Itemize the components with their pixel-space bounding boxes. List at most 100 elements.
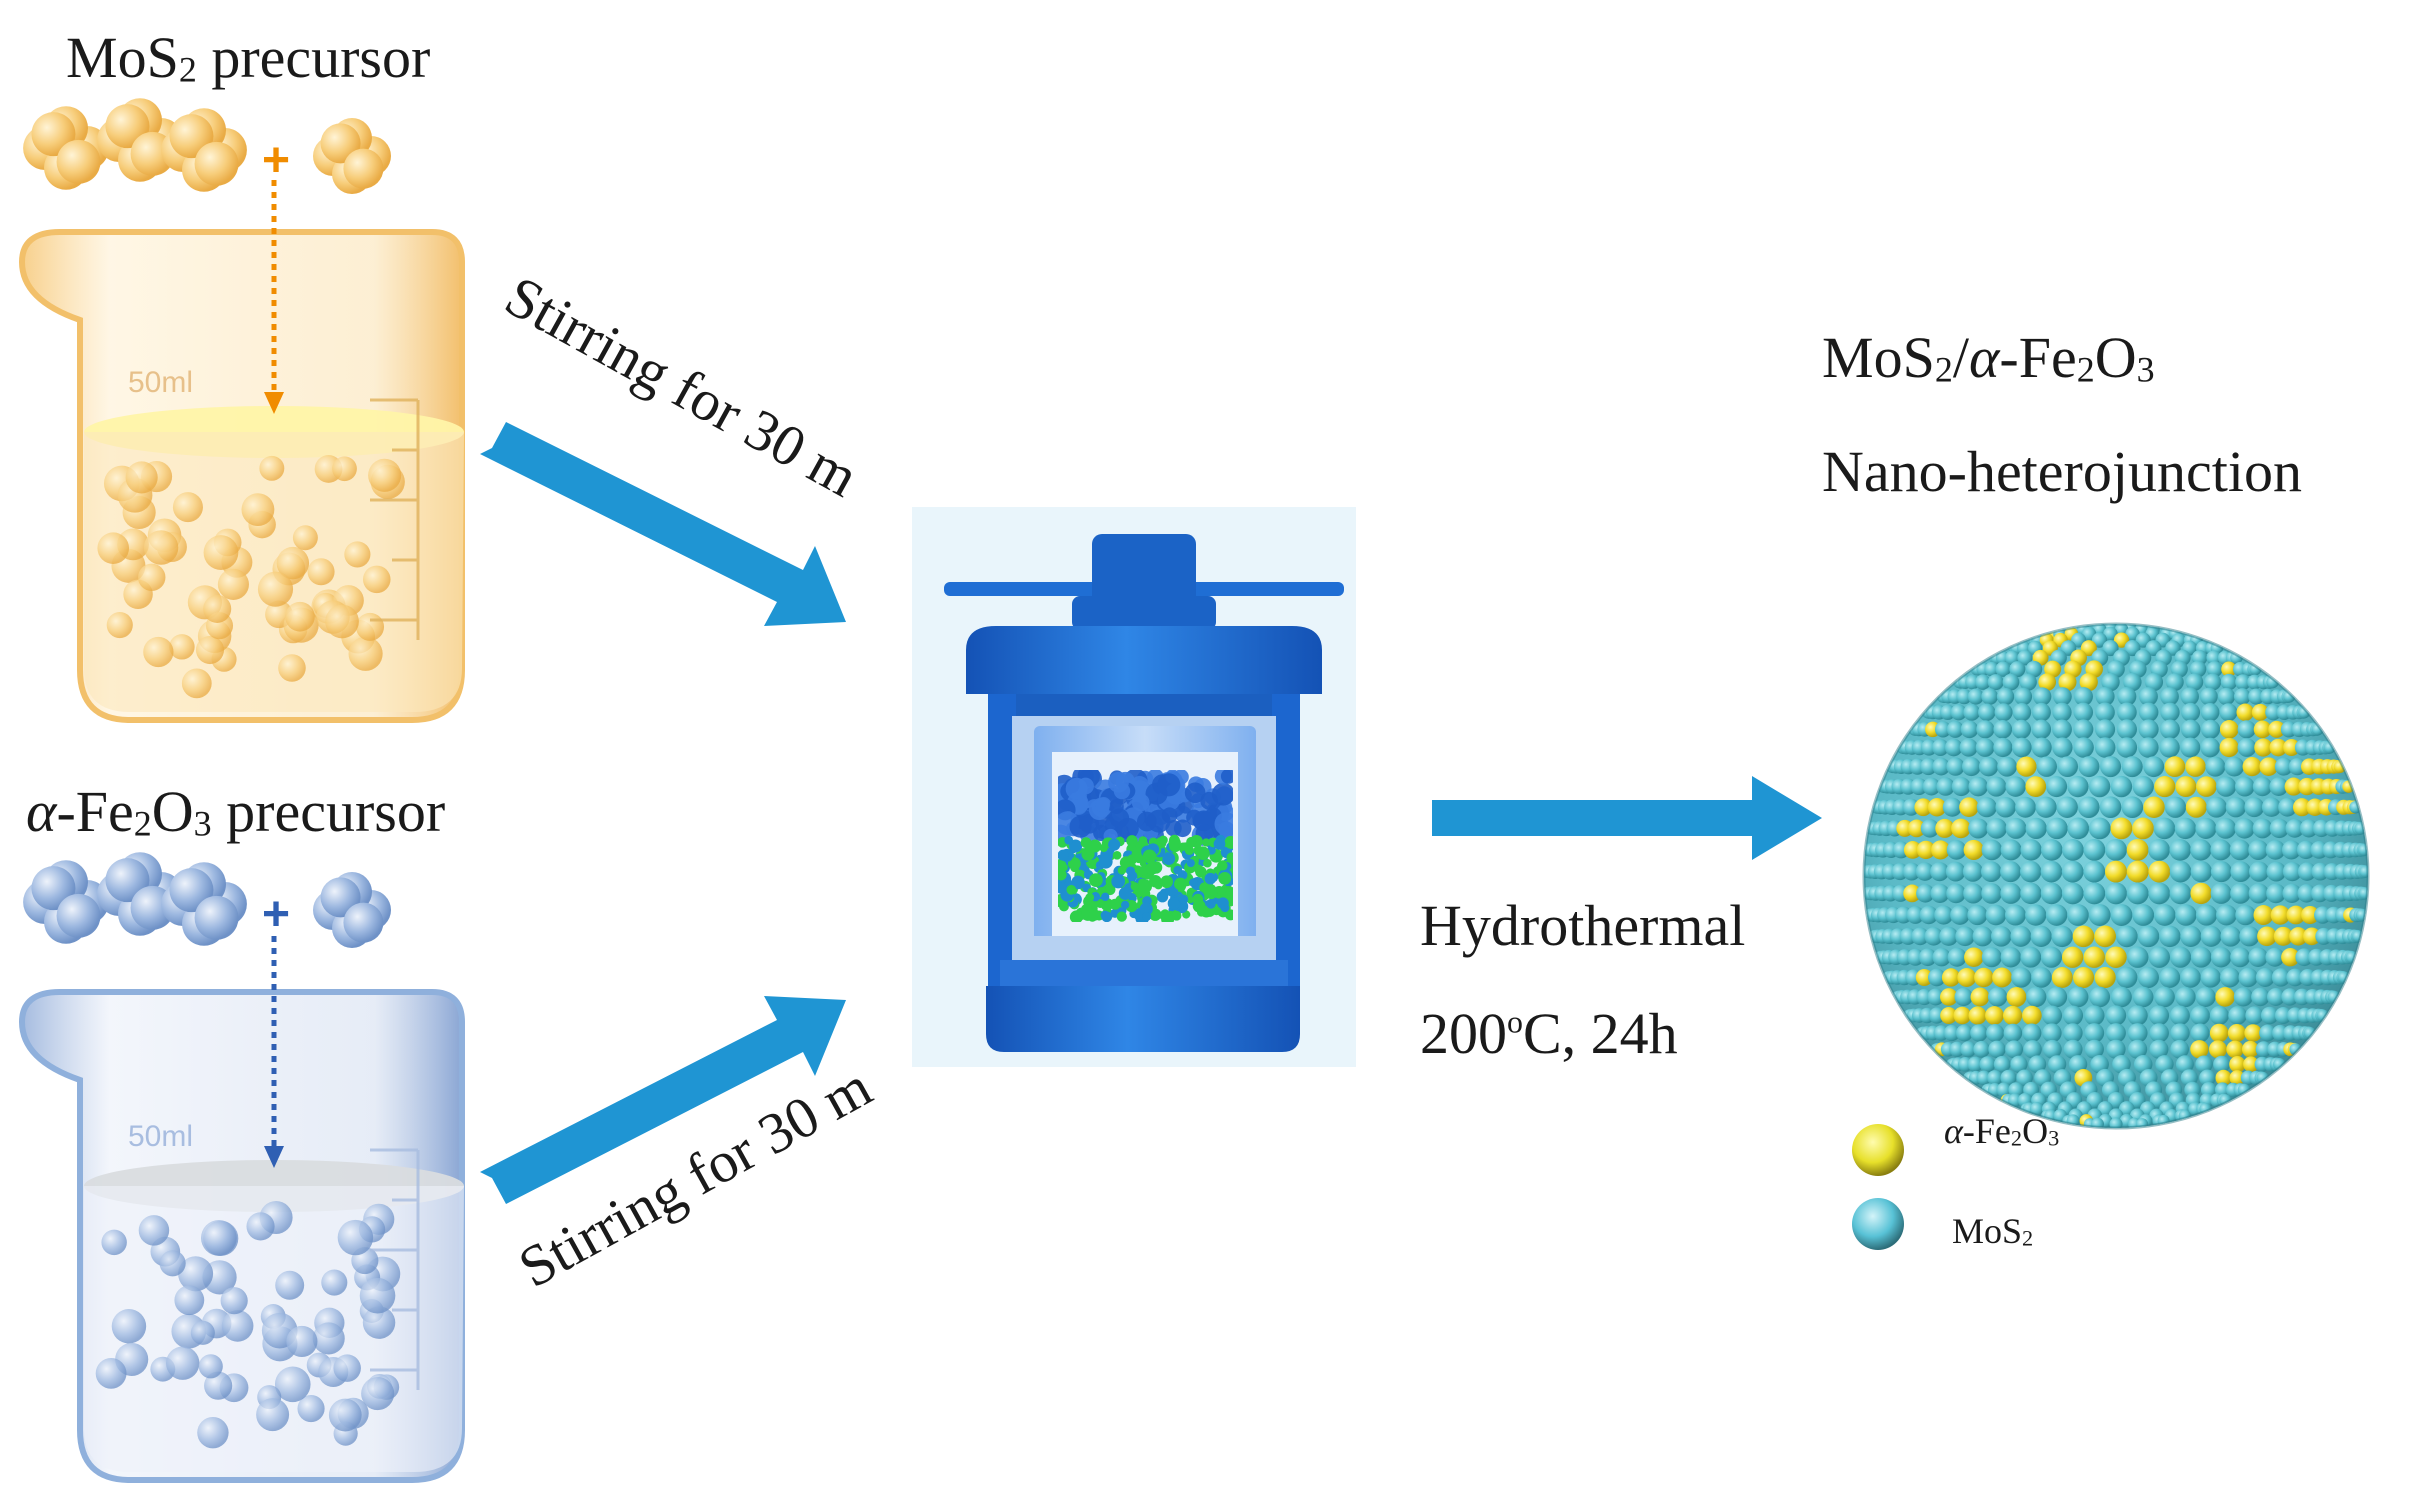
mos2-atom: [1946, 757, 1965, 776]
mos2-atom: [1996, 1082, 2012, 1098]
fe2o3-solution-particle: [178, 1256, 214, 1292]
mos2-atom: [1945, 861, 1966, 882]
mos2-atom: [1967, 904, 1988, 926]
powder-grain: [1058, 882, 1068, 894]
powder-grain: [1142, 849, 1157, 864]
mos2-atom: [1960, 720, 1979, 739]
fe2o3-atom: [1974, 967, 1994, 988]
powder-grain: [1130, 882, 1140, 891]
fe2o3-atom: [2215, 1069, 2232, 1086]
mos2-atom: [2205, 756, 2226, 777]
mos2-atom: [2114, 624, 2129, 637]
mos2-atom: [2042, 1005, 2063, 1026]
mos2-atom: [1932, 948, 1951, 967]
mos2-atom: [1906, 948, 1924, 966]
mos2-solution-particle: [276, 546, 310, 580]
fe2o3-atom: [2292, 798, 2312, 817]
mos2-atom: [2160, 719, 2180, 740]
fe2o3-atom: [2209, 1023, 2229, 1043]
mos2-solution-particle: [172, 492, 203, 523]
mos2-atom: [2248, 839, 2269, 861]
mos2-atom: [1996, 687, 2015, 706]
mos2-atom: [2190, 839, 2212, 861]
fe2o3-atom: [2281, 948, 2300, 967]
mos2-atom: [2181, 702, 2201, 722]
fe2o3-atom: [2301, 905, 2320, 925]
mos2-solution-particle: [325, 604, 359, 639]
mos2-solution-particle: [257, 571, 294, 607]
mos2-atom: [2088, 817, 2111, 840]
mos2-atom: [2269, 777, 2289, 796]
mos2-atom: [2260, 1006, 2279, 1025]
fe2o3-atom: [2253, 905, 2274, 925]
mos2-atom: [1932, 757, 1951, 776]
powder-grain: [1211, 782, 1233, 806]
powder-grain: [1085, 893, 1095, 902]
fe2o3-atom: [1957, 968, 1977, 987]
mos2-atom: [2121, 796, 2144, 819]
mos2-atom: [1975, 674, 1991, 690]
mos2-atom: [2000, 1069, 2017, 1086]
powder-grain: [1195, 866, 1207, 878]
mos2-atom: [2067, 775, 2089, 798]
powder-grain: [1131, 793, 1150, 812]
mos2-atom: [2137, 966, 2159, 988]
fe2o3-atom: [2038, 673, 2057, 691]
mos2-atom: [2278, 797, 2297, 817]
mos2-atom: [2106, 1039, 2126, 1059]
mos2-atom: [2009, 661, 2026, 678]
fe2o3-atom: [2236, 703, 2254, 722]
mos2-atom: [1985, 904, 2007, 926]
fe2o3-atom: [1940, 988, 1958, 1006]
mos2-atom: [2195, 986, 2216, 1007]
mos2-atom: [1972, 926, 1993, 947]
mos2-atom: [2004, 904, 2026, 926]
fe2o3-atom: [2190, 1040, 2209, 1059]
mos2-atom: [2128, 1039, 2148, 1059]
mos2-atom: [2195, 817, 2217, 839]
fe2o3-atom: [1907, 819, 1926, 838]
mos2-atom: [2295, 948, 2314, 967]
mos2-atom: [1924, 927, 1943, 946]
mos2-atom: [2217, 687, 2236, 706]
mos2-atom: [2062, 839, 2084, 861]
mos2-atom: [1976, 720, 1995, 739]
mos2-atom: [2190, 860, 2213, 883]
powder-grain: [1126, 854, 1138, 865]
mos2-atom: [2046, 776, 2068, 798]
mos2-atom: [2063, 1023, 2083, 1043]
mos2-precursor-particles: [23, 98, 391, 194]
fe2o3-atom: [2185, 756, 2206, 777]
mos2-atom: [2138, 737, 2159, 758]
fe2o3-atom: [2022, 1005, 2042, 1026]
mos2-atom: [2165, 673, 2184, 692]
mos2-atom: [2180, 737, 2201, 758]
fe2o3-solution-particle: [328, 1398, 362, 1432]
fe2o3-atom: [2259, 757, 2279, 776]
fe2o3-atom: [1992, 967, 2013, 988]
mos2-atom: [2005, 817, 2027, 839]
powder-grain: [1204, 872, 1217, 885]
mos2-atom: [2269, 818, 2290, 839]
mos2-atom: [2017, 650, 2033, 666]
mos2-atom: [2235, 674, 2251, 690]
fe2o3-atom: [1903, 884, 1922, 903]
mos2-atom: [2204, 673, 2222, 691]
mos2-atom: [2127, 1023, 2148, 1043]
mos2-atom: [2061, 882, 2084, 905]
mos2-atom: [2230, 861, 2252, 882]
fe2o3-atom: [1953, 1006, 1972, 1025]
mos2-atom: [2220, 926, 2241, 947]
fe2o3-solution-particle: [111, 1309, 147, 1344]
mos2-atom: [2123, 672, 2142, 692]
mos2-atom: [2206, 650, 2222, 666]
mos2-atom: [2042, 1023, 2062, 1043]
powder-grain: [1126, 835, 1138, 847]
fe2o3-precursor-particles: [23, 852, 391, 948]
mos2-atom: [1979, 1056, 1996, 1073]
mos2-atom: [2132, 775, 2154, 798]
mos2-atom: [2000, 882, 2022, 904]
powder-grain: [1101, 892, 1110, 902]
mos2-atom: [2261, 797, 2282, 817]
